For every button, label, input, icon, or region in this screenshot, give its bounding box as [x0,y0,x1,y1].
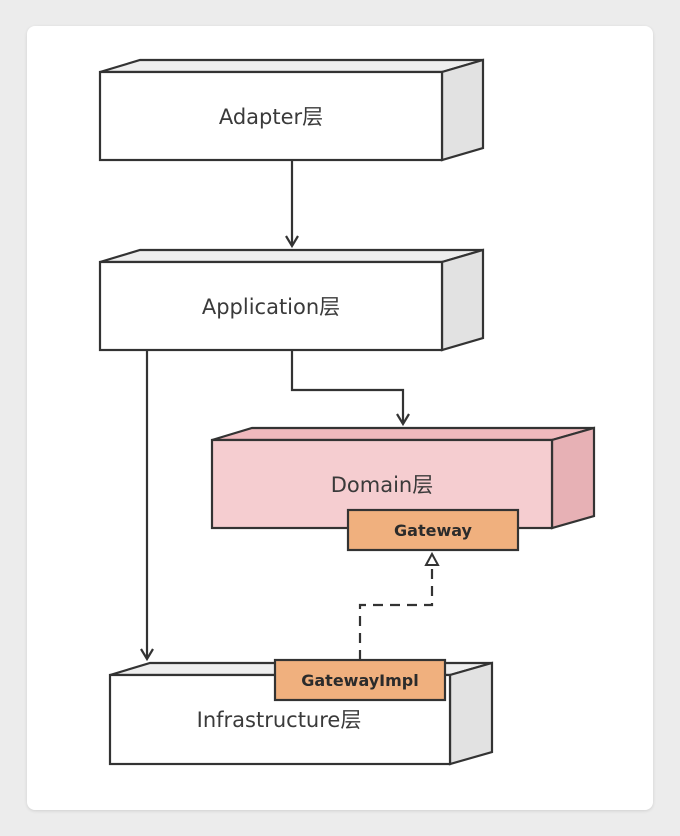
adapter-layer-box: Adapter层 [98,58,485,162]
gateway-label: Gateway [394,521,473,540]
domain-layer-label: Domain层 [331,473,434,497]
application-layer-box: Application层 [98,248,485,352]
gateway-box-rect [346,508,520,552]
gateway-impl-realizes-gateway-arrow [358,551,440,660]
gateway-impl-box: GatewayImpl [273,658,447,702]
adapter-box-front [98,70,444,162]
adapter-box-side [440,58,485,162]
application-layer-label: Application层 [202,295,340,319]
domain-box-side [550,426,596,530]
application-box-side [440,248,485,352]
infrastructure-layer-label: Infrastructure层 [197,708,362,732]
application-to-domain-arrow [290,350,410,427]
gateway-impl-label: GatewayImpl [301,671,419,690]
domain-box-top [211,426,595,442]
infrastructure-box-side [448,661,494,766]
application-box-front [98,260,444,352]
application-box-top [99,248,484,264]
adapter-box-top [99,58,484,74]
adapter-layer-label: Adapter层 [219,105,323,129]
gateway-interface-box: Gateway [346,508,520,552]
